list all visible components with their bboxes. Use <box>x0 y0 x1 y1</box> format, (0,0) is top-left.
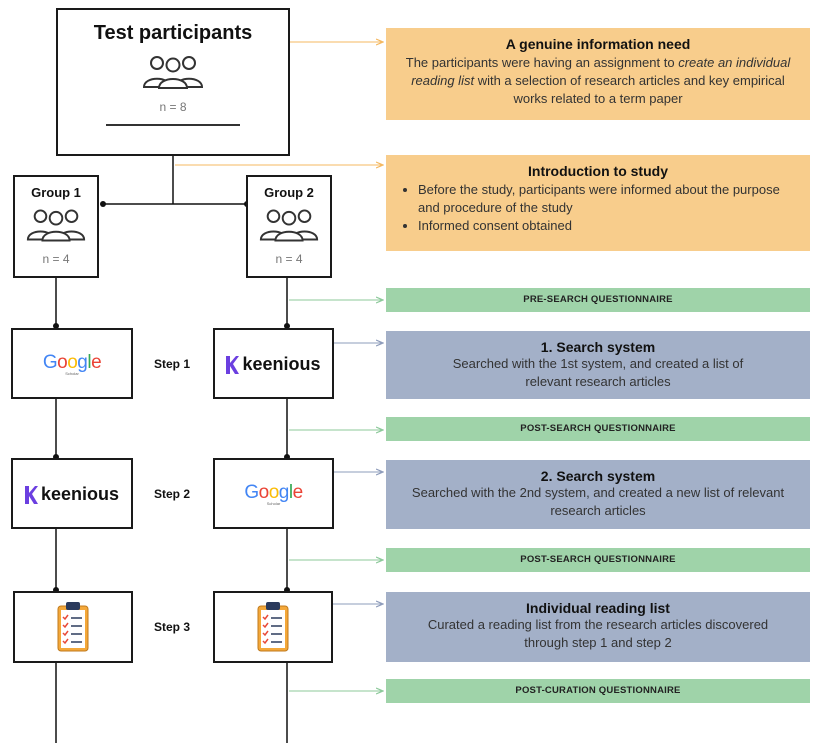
search2-title: 2. Search system <box>540 468 656 484</box>
group2-n: n = 4 <box>275 252 303 266</box>
people-icon <box>15 206 97 247</box>
search2-panel: 2. Search system Searched with the 2nd s… <box>386 460 810 529</box>
intro-bullet: Before the study, participants were info… <box>418 181 800 217</box>
keenious-k-icon <box>226 355 240 374</box>
clipboard-icon <box>15 601 131 658</box>
keenious-logo: keenious <box>215 354 332 375</box>
group1-title: Group 1 <box>31 185 81 200</box>
group2-title: Group 2 <box>264 185 314 200</box>
intro-title: Introduction to study <box>528 163 668 179</box>
reading-list-title: Individual reading list <box>526 600 670 616</box>
post-search-questionnaire-1: POST-SEARCH QUESTIONNAIRE <box>386 417 810 441</box>
search2-text: Searched with the 2nd system, and create… <box>411 485 785 518</box>
keenious-logo: keenious <box>13 484 131 505</box>
participants-n: n = 8 <box>159 100 187 114</box>
post-curation-questionnaire: POST-CURATION QUESTIONNAIRE <box>386 679 810 703</box>
step1-label: Step 1 <box>154 357 191 371</box>
search1-panel: 1. Search system Searched with the 1st s… <box>386 331 810 399</box>
post-search-questionnaire-2: POST-SEARCH QUESTIONNAIRE <box>386 548 810 572</box>
step1-right-keenious: keenious <box>213 328 334 399</box>
step3-right-clipboard <box>213 591 333 663</box>
intro-panel: Introduction to study Before the study, … <box>386 155 810 251</box>
reading-list-text: Curated a reading list from the research… <box>427 617 769 650</box>
clipboard-icon <box>215 601 331 658</box>
intro-bullets: Before the study, participants were info… <box>396 181 800 235</box>
people-icon <box>248 206 330 247</box>
google-wordmark: Google <box>244 482 303 503</box>
google-scholar-label: Scholar <box>266 501 281 506</box>
google-wordmark: Google <box>42 352 102 373</box>
step3-left-clipboard <box>13 591 133 663</box>
info-need-title: A genuine information need <box>505 36 691 52</box>
google-logo: Google Scholar <box>215 482 332 506</box>
divider <box>106 124 240 126</box>
keenious-k-icon <box>24 485 38 504</box>
intro-bullet: Informed consent obtained <box>418 217 800 235</box>
step3-label: Step 3 <box>154 620 191 634</box>
google-logo: Google Scholar <box>13 352 131 376</box>
step2-left-keenious: keenious <box>11 458 133 529</box>
search1-title: 1. Search system <box>540 339 656 355</box>
people-icon <box>58 53 288 94</box>
reading-list-panel: Individual reading list Curated a readin… <box>386 592 810 662</box>
group2-box: Group 2 n = 4 <box>246 175 332 278</box>
step2-right-google: Google Scholar <box>213 458 334 529</box>
participants-title: Test participants <box>93 22 253 44</box>
step1-left-google: Google Scholar <box>11 328 133 399</box>
pre-search-questionnaire: PRE-SEARCH QUESTIONNAIRE <box>386 288 810 312</box>
info-need-panel: A genuine information need The participa… <box>386 28 810 120</box>
group1-n: n = 4 <box>42 252 70 266</box>
info-need-text: The participants were having an assignme… <box>405 55 791 106</box>
search1-text: Searched with the 1st system, and create… <box>452 356 744 389</box>
participants-box: Test participants n = 8 <box>56 8 290 156</box>
google-scholar-label: Scholar <box>65 371 79 376</box>
group1-box: Group 1 n = 4 <box>13 175 99 278</box>
step2-label: Step 2 <box>154 487 191 501</box>
